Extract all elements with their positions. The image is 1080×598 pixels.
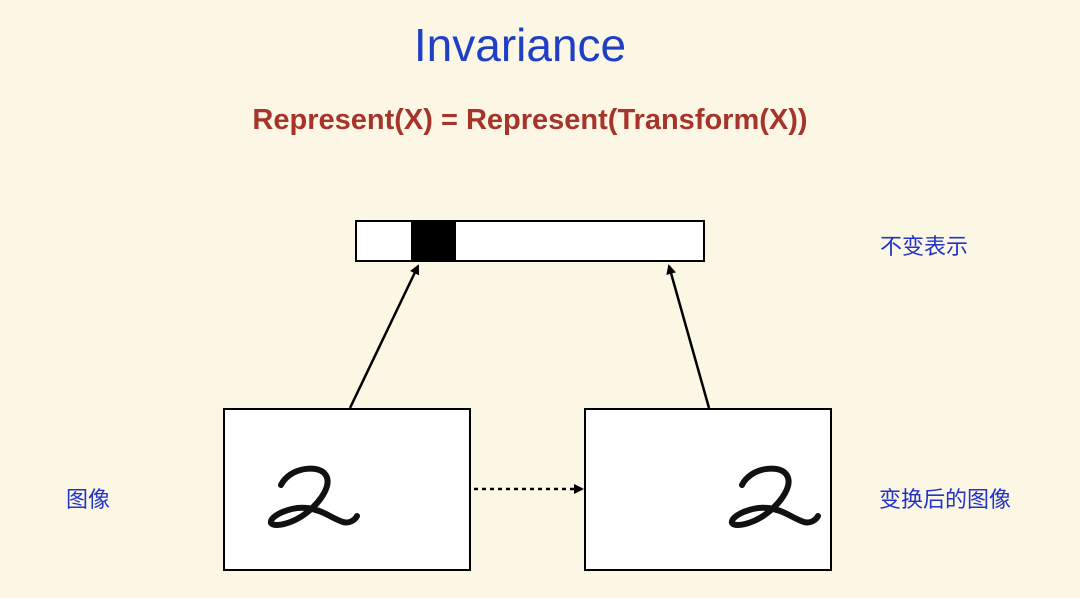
digit-two-glyph-shifted (729, 465, 821, 528)
active-feature-cell (411, 222, 456, 260)
invariant-representation-label: 不变表示 (880, 235, 969, 260)
original-image-box (223, 408, 471, 571)
transformed-image-label: 变换后的图像 (879, 488, 1012, 513)
invariant-representation-vector (355, 220, 705, 262)
invariance-formula: Represent(X) = Represent(Transform(X)) (252, 104, 808, 136)
digit-two-glyph (268, 465, 360, 528)
encode-arrow-right (666, 264, 711, 409)
encode-arrow-left (348, 264, 420, 409)
image-label: 图像 (66, 488, 111, 513)
slide-title: Invariance (413, 19, 627, 71)
transformed-image-box (584, 408, 832, 571)
